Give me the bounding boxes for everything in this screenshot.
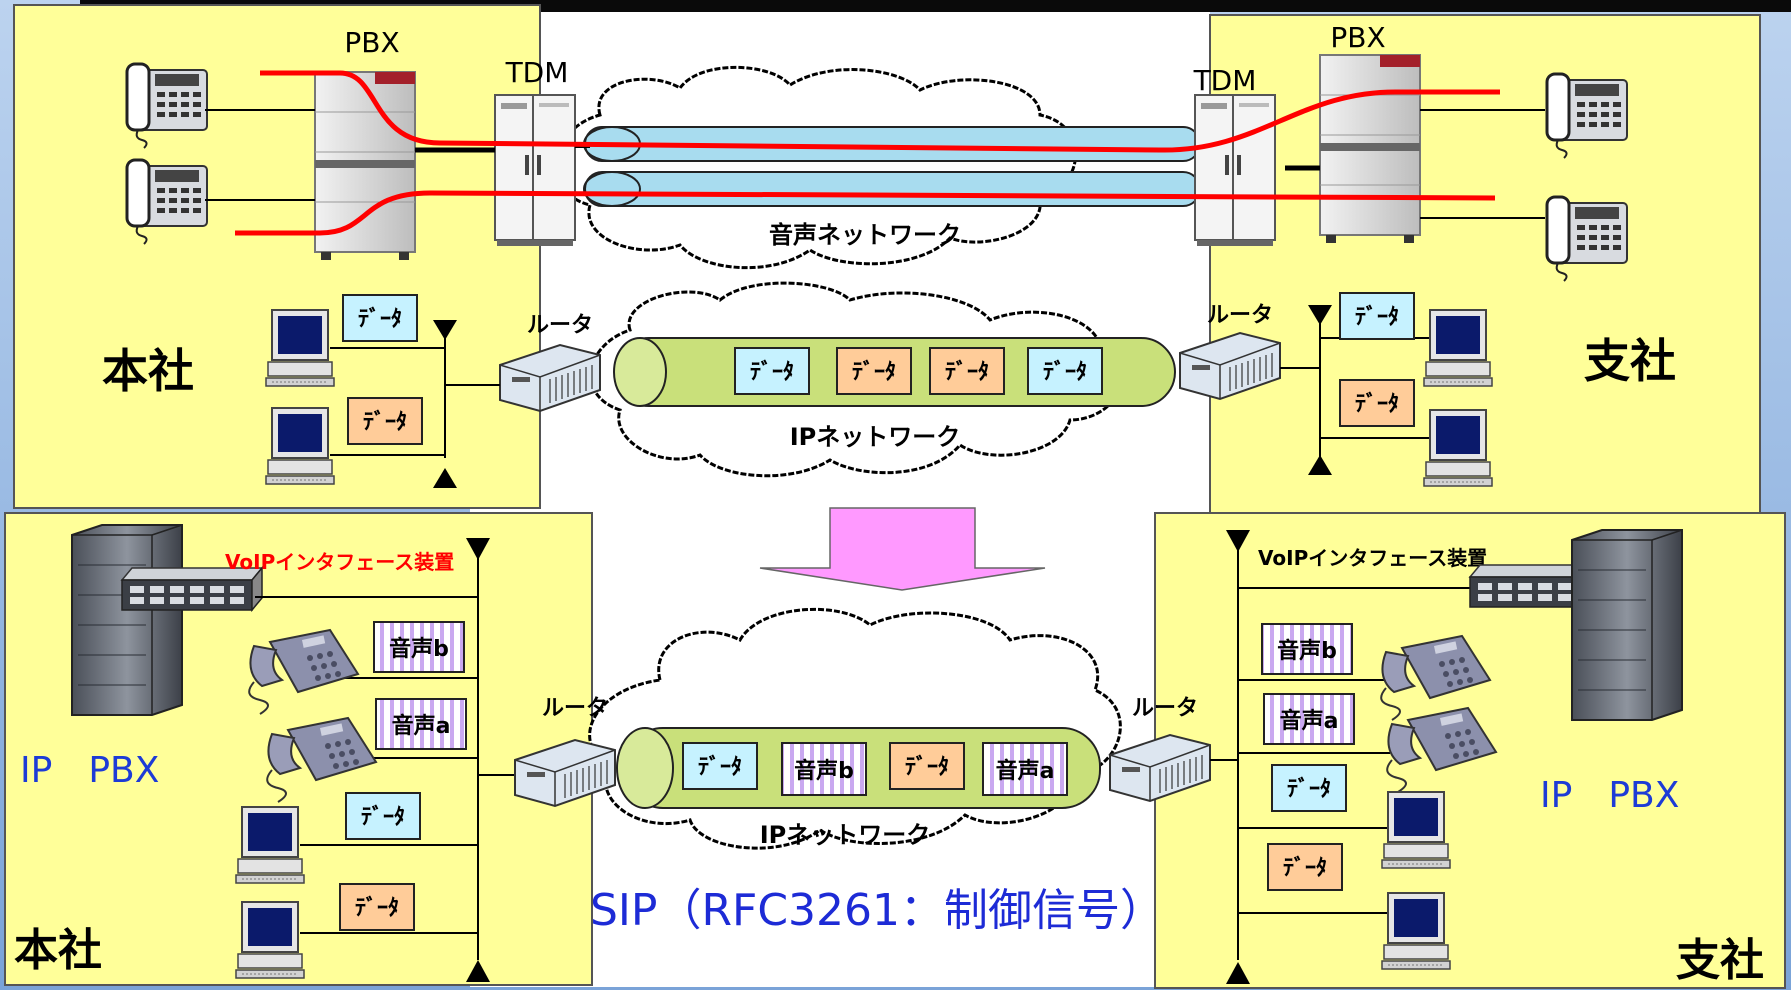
svg-text:音声a: 音声a: [996, 758, 1055, 784]
bottom-right-pc-2: [1382, 893, 1450, 969]
top-right-pbx-label: PBX: [1330, 21, 1385, 54]
top-right-tdm-label: TDM: [1193, 64, 1257, 97]
top-right-pbx-cabinet: [1320, 55, 1420, 243]
svg-text:音声b: 音声b: [389, 636, 449, 662]
bottom-left-voip-device: [122, 568, 262, 610]
top-right-site-label: 支社: [1584, 334, 1676, 388]
bottom-left-pc-2: [236, 902, 304, 978]
top-right-router-label: ルータ: [1207, 303, 1273, 328]
bottom-left-router-label: ルータ: [542, 696, 608, 721]
top-right-packet-2: ﾃﾞｰﾀ: [1340, 380, 1414, 426]
bottom-left-packet-data-2: ﾃﾞｰﾀ: [340, 884, 414, 930]
bottom-ip-packet-4: 音声a: [983, 743, 1067, 795]
voice-network-label: 音声ネットワーク: [769, 221, 961, 249]
top-ip-packet-2: ﾃﾞｰﾀ: [837, 348, 911, 394]
svg-text:ﾃﾞｰﾀ: ﾃﾞｰﾀ: [1355, 304, 1399, 330]
svg-text:ﾃﾞｰﾀ: ﾃﾞｰﾀ: [361, 804, 405, 830]
bottom-right-pc-1: [1382, 792, 1450, 868]
sip-label: SIP（RFC3261：制御信号）: [590, 885, 1164, 936]
svg-text:音声a: 音声a: [392, 713, 451, 739]
top-left-site-label: 本社: [102, 344, 194, 398]
voice-tube-2: [585, 172, 1200, 206]
svg-text:ﾃﾞｰﾀ: ﾃﾞｰﾀ: [945, 359, 989, 385]
top-ip-network-label: IPネットワーク: [790, 423, 961, 451]
svg-text:ﾃﾞｰﾀ: ﾃﾞｰﾀ: [750, 359, 794, 385]
svg-text:ﾃﾞｰﾀ: ﾃﾞｰﾀ: [1287, 776, 1331, 802]
bottom-left-pc-1: [236, 807, 304, 883]
bottom-right-site-label: 支社: [1676, 935, 1764, 986]
top-right-packet-1: ﾃﾞｰﾀ: [1340, 293, 1414, 339]
bottom-right-ip-pbx-label: IP PBX: [1540, 775, 1679, 816]
svg-text:ﾃﾞｰﾀ: ﾃﾞｰﾀ: [355, 895, 399, 921]
svg-text:音声a: 音声a: [1280, 708, 1339, 734]
svg-text:音声b: 音声b: [1277, 638, 1337, 664]
bottom-right-packet-voice-a: 音声a: [1264, 694, 1354, 744]
bottom-right-packet-voice-b: 音声b: [1262, 624, 1352, 674]
top-left-tdm-cabinet: [495, 95, 575, 246]
bottom-right-router-label: ルータ: [1132, 696, 1198, 721]
top-left-packet-2: ﾃﾞｰﾀ: [348, 398, 422, 444]
svg-text:ﾃﾞｰﾀ: ﾃﾞｰﾀ: [1283, 855, 1327, 881]
svg-text:ﾃﾞｰﾀ: ﾃﾞｰﾀ: [1043, 359, 1087, 385]
svg-text:ﾃﾞｰﾀ: ﾃﾞｰﾀ: [1355, 391, 1399, 417]
top-right-pc-2: [1424, 410, 1492, 486]
bottom-right-ip-pbx-server: [1572, 530, 1682, 720]
top-ip-packet-3: ﾃﾞｰﾀ: [930, 348, 1004, 394]
svg-text:ﾃﾞｰﾀ: ﾃﾞｰﾀ: [905, 754, 949, 780]
svg-text:ﾃﾞｰﾀ: ﾃﾞｰﾀ: [698, 754, 742, 780]
bottom-left-packet-voice-b: 音声b: [374, 622, 464, 672]
top-right-pc-1: [1424, 310, 1492, 386]
bottom-left-packet-data-1: ﾃﾞｰﾀ: [346, 793, 420, 839]
top-ip-packet-4: ﾃﾞｰﾀ: [1028, 348, 1102, 394]
bottom-ip-packet-3: ﾃﾞｰﾀ: [890, 743, 964, 789]
bottom-right-packet-data-1: ﾃﾞｰﾀ: [1272, 765, 1346, 811]
top-left-pbx-label: PBX: [344, 26, 399, 59]
top-left-router-label: ルータ: [527, 313, 593, 338]
svg-text:音声b: 音声b: [794, 758, 854, 784]
bottom-ip-packet-2: 音声b: [782, 743, 866, 795]
bottom-left-site-label: 本社: [14, 925, 102, 976]
top-left-pc-1: [266, 310, 334, 386]
svg-text:ﾃﾞｰﾀ: ﾃﾞｰﾀ: [358, 306, 402, 332]
bottom-left-packet-voice-a: 音声a: [376, 699, 466, 749]
bottom-right-voip-label: VoIPインタフェース装置: [1258, 546, 1487, 570]
bottom-left-ip-pbx-server: [72, 525, 182, 715]
top-left-tdm-label: TDM: [505, 56, 569, 89]
top-ip-packet-1: ﾃﾞｰﾀ: [735, 348, 809, 394]
top-left-packet-1: ﾃﾞｰﾀ: [343, 295, 417, 341]
top-left-pc-2: [266, 408, 334, 484]
top-right-tdm-cabinet: [1195, 95, 1275, 246]
bottom-left-ip-pbx-label: IP PBX: [20, 750, 159, 791]
bottom-left-voip-label: VoIPインタフェース装置: [225, 550, 454, 574]
bottom-right-packet-data-2: ﾃﾞｰﾀ: [1268, 844, 1342, 890]
svg-text:ﾃﾞｰﾀ: ﾃﾞｰﾀ: [852, 359, 896, 385]
svg-text:ﾃﾞｰﾀ: ﾃﾞｰﾀ: [363, 409, 407, 435]
bottom-ip-network-label: IPネットワーク: [760, 821, 931, 849]
bottom-ip-packet-1: ﾃﾞｰﾀ: [683, 743, 757, 789]
